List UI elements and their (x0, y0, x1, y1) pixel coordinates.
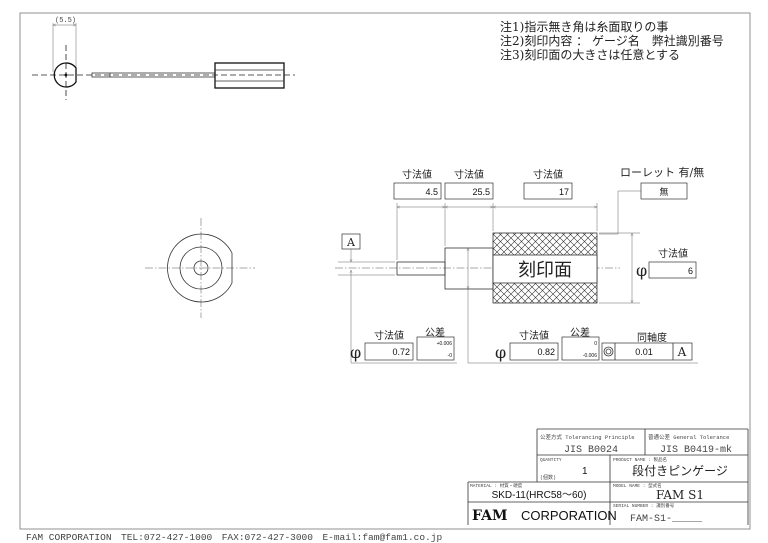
pin-tol-lower: -0 (448, 353, 453, 359)
coax-datum: A (677, 345, 687, 359)
pin-dia-label: 寸法値 (374, 329, 404, 342)
material: SKD-11(HRC58～60) (492, 490, 587, 501)
product-name: 段付きピンゲージ (632, 463, 728, 478)
pin-section (396, 261, 446, 276)
coax-label: 同軸度 (637, 331, 667, 344)
step-tol-label: 公差 (570, 326, 590, 339)
pin-tol-upper: +0.006 (437, 341, 453, 347)
title-block: 公差方式 Tolerancing Principle JIS B0024 普通公… (467, 428, 749, 525)
quantity-value: 1 (582, 466, 588, 477)
len2-label: 寸法値 (454, 168, 484, 181)
coaxiality-frame (601, 342, 693, 361)
length-25.5: 25.5 (472, 187, 490, 197)
len3-label: 寸法値 (533, 168, 563, 181)
end-view (145, 218, 255, 318)
note-2: 注2)刻印内容 ： ゲージ名 弊社識別番号 (500, 33, 724, 48)
serial-number: FAM-S1-_____ (630, 514, 703, 525)
step-section (444, 247, 494, 290)
quantity-label: QUANTITY (540, 457, 562, 463)
company-name: CORPORATION (521, 508, 617, 523)
general-tol-value: JIS B0419-mk (660, 444, 732, 456)
top-view: (5.5) (32, 17, 295, 100)
engraving-band (492, 254, 598, 284)
material-label: MATERIAL : 材質・硬度 (470, 482, 523, 489)
knurl-value: 無 (659, 186, 668, 198)
note-3: 注3)刻印面の大きさは任意とする (500, 47, 680, 62)
length-17: 17 (559, 187, 569, 197)
len1-label: 寸法値 (402, 168, 432, 181)
top-width-dim: (5.5) (55, 17, 76, 25)
serial-label: SERIAL NUMBER : 識別番号 (613, 502, 675, 509)
note-1: 注1)指示無き角は糸面取りの事 (500, 19, 668, 34)
footer-contact: FAM CORPORATION TEL:072-427-1000 FAX:072… (26, 532, 442, 543)
pin-diameter: 0.72 (392, 347, 410, 357)
company-logo: FAM (472, 508, 507, 524)
diameter-symbol: φ (350, 343, 361, 362)
coaxiality-value: 0.01 (635, 347, 653, 357)
body-diameter: 6 (688, 266, 693, 276)
body-dia-label: 寸法値 (658, 247, 688, 260)
knurl-label: ローレット 有/無 (620, 165, 704, 179)
diameter-symbol: φ (636, 261, 647, 280)
pin-tol-label: 公差 (425, 326, 445, 339)
model-label: MODEL NAME : 型式名 (613, 482, 662, 489)
step-dia-label: 寸法値 (519, 329, 549, 342)
datum-a: A (346, 236, 356, 249)
step-tol-lower: -0.006 (583, 353, 597, 359)
quantity-label-jp: (個数) (540, 474, 556, 481)
step-tol-upper: 0 (594, 341, 597, 347)
diameter-symbol: φ (495, 343, 506, 362)
step-diameter: 0.82 (537, 347, 555, 357)
tolerancing-label: 公差方式 Tolerancing Principle (540, 433, 635, 441)
coaxiality-icon (603, 346, 614, 357)
model-name: FAM S1 (656, 488, 704, 502)
drawing-frame (19, 12, 751, 530)
main-view: 刻印面 寸法値 4.5 寸法値 25.5 寸法値 17 ローレット 有/無 無 … (335, 165, 704, 364)
product-name-label: PRODUCT NAME : 製品名 (613, 456, 667, 463)
engraving-face-label: 刻印面 (518, 260, 572, 281)
notes: 注1)指示無き角は糸面取りの事 注2)刻印内容 ： ゲージ名 弊社識別番号 注3… (500, 19, 724, 62)
general-tol-label: 普通公差 General Tolerance (648, 433, 729, 441)
length-4.5: 4.5 (425, 187, 438, 197)
tolerancing-value: JIS B0024 (564, 445, 618, 456)
